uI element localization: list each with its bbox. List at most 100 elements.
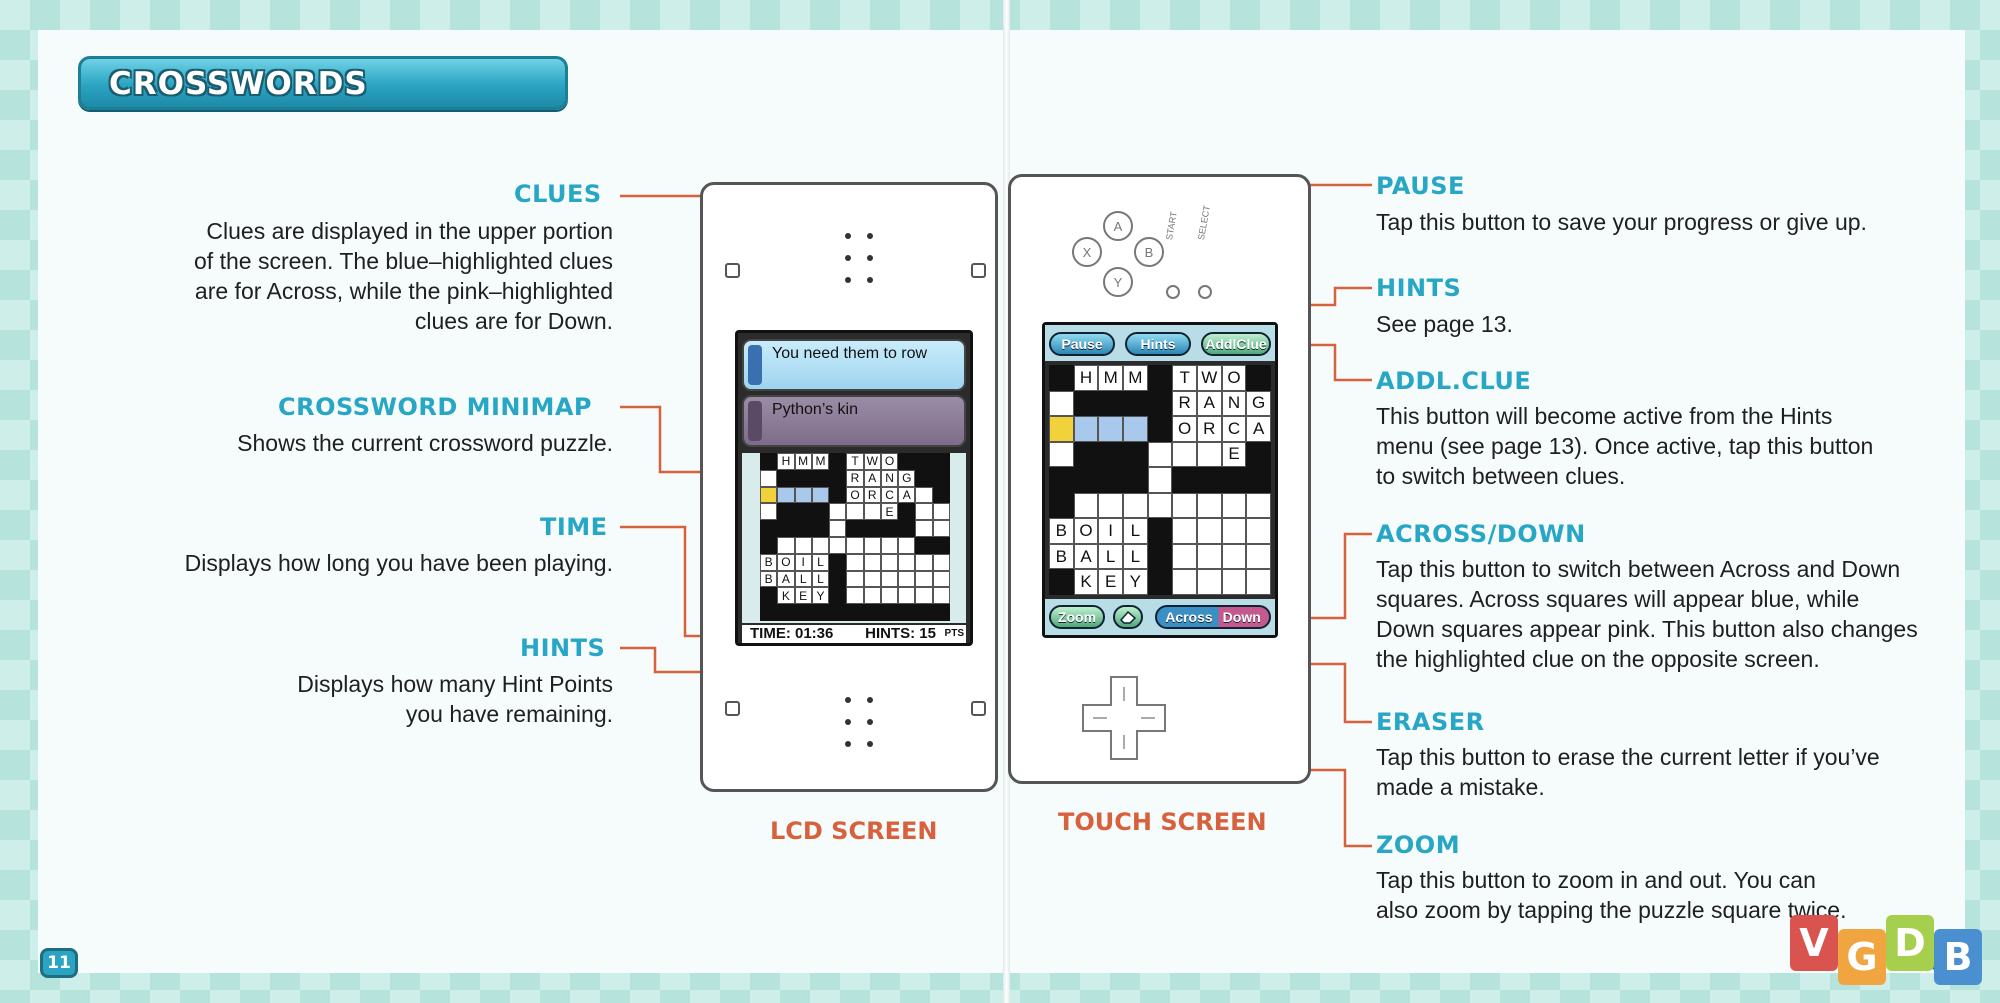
grid-cell[interactable]: G — [1246, 390, 1271, 417]
grid-cell[interactable] — [1122, 416, 1148, 442]
grid-cell[interactable] — [1098, 467, 1123, 493]
grid-cell[interactable]: O — [1221, 365, 1247, 391]
grid-cell[interactable] — [1073, 416, 1099, 442]
grid-cell[interactable]: A — [1246, 416, 1271, 442]
grid-cell: C — [880, 486, 899, 504]
grid-cell[interactable] — [1246, 569, 1271, 595]
grid-cell[interactable]: R — [1172, 390, 1197, 417]
grid-cell[interactable] — [1049, 416, 1074, 442]
grid-cell[interactable] — [1147, 543, 1173, 570]
grid-cell[interactable] — [1221, 543, 1247, 570]
grid-cell[interactable] — [1246, 518, 1271, 544]
grid-cell[interactable] — [1246, 441, 1271, 468]
grid-cell[interactable] — [1246, 467, 1271, 493]
grid-cell[interactable] — [1221, 467, 1247, 493]
grid-cell[interactable]: W — [1196, 365, 1222, 391]
grid-cell[interactable] — [1196, 518, 1222, 544]
grid-cell[interactable] — [1098, 416, 1123, 442]
grid-cell[interactable] — [1172, 543, 1197, 570]
grid-cell[interactable] — [1172, 569, 1197, 595]
grid-cell[interactable] — [1147, 390, 1173, 417]
grid-cell[interactable]: L — [1122, 543, 1148, 570]
grid-cell[interactable] — [1147, 416, 1173, 442]
grid-cell[interactable]: I — [1098, 518, 1123, 544]
grid-cell[interactable] — [1221, 569, 1247, 595]
grid-cell — [829, 520, 847, 537]
grid-cell[interactable] — [1073, 492, 1099, 519]
grid-cell: N — [880, 469, 899, 487]
grid-cell[interactable] — [1049, 569, 1074, 595]
grid-cell[interactable] — [1196, 543, 1222, 570]
grid-cell[interactable] — [1098, 390, 1123, 417]
grid-cell[interactable] — [1073, 390, 1099, 417]
grid-cell[interactable] — [1172, 518, 1197, 544]
pause-button[interactable]: Pause — [1049, 332, 1115, 356]
grid-cell[interactable] — [1049, 492, 1074, 519]
grid-cell[interactable] — [1122, 390, 1148, 417]
button-b: B — [1134, 237, 1164, 267]
grid-cell[interactable]: A — [1073, 543, 1099, 570]
grid-cell[interactable]: O — [1073, 518, 1099, 544]
grid-cell[interactable]: L — [1122, 518, 1148, 544]
grid-cell[interactable]: N — [1221, 390, 1247, 417]
zoom-button[interactable]: Zoom — [1049, 605, 1105, 629]
grid-cell[interactable]: M — [1098, 365, 1123, 391]
grid-cell[interactable]: E — [1098, 569, 1123, 595]
hints-button[interactable]: Hints — [1125, 332, 1191, 356]
grid-cell[interactable] — [1049, 467, 1074, 493]
vgdb-watermark: V G D B — [1790, 915, 1982, 985]
grid-cell[interactable] — [1049, 365, 1074, 391]
grid-cell[interactable] — [1196, 441, 1222, 468]
grid-cell[interactable] — [1172, 492, 1197, 519]
grid-cell[interactable]: B — [1049, 543, 1074, 570]
grid-cell[interactable] — [1049, 441, 1074, 468]
grid-cell: A — [777, 570, 795, 588]
grid-cell[interactable] — [1147, 492, 1173, 519]
grid-cell[interactable] — [1221, 518, 1247, 544]
grid-cell[interactable] — [1122, 441, 1148, 468]
grid-cell — [898, 453, 916, 470]
grid-cell[interactable] — [1073, 467, 1099, 493]
grid-cell[interactable] — [1196, 569, 1222, 595]
grid-cell[interactable]: Y — [1122, 569, 1148, 595]
grid-cell[interactable] — [1073, 441, 1099, 468]
grid-cell: B — [760, 570, 778, 588]
grid-cell[interactable] — [1196, 492, 1222, 519]
grid-cell[interactable]: A — [1196, 390, 1222, 417]
grid-cell[interactable] — [1049, 390, 1074, 417]
grid-cell[interactable]: L — [1098, 543, 1123, 570]
grid-cell[interactable]: M — [1122, 365, 1148, 391]
grid-cell[interactable]: C — [1221, 416, 1247, 442]
start-label: START — [1164, 210, 1179, 241]
grid-cell[interactable] — [1172, 441, 1197, 468]
addl-clue-button[interactable]: AddlClue — [1201, 332, 1271, 356]
grid-cell: H — [777, 453, 795, 470]
grid-cell[interactable] — [1246, 543, 1271, 570]
grid-cell[interactable]: R — [1196, 416, 1222, 442]
grid-cell[interactable] — [1147, 518, 1173, 544]
grid-cell[interactable] — [1147, 569, 1173, 595]
grid-cell[interactable] — [1098, 492, 1123, 519]
grid-cell[interactable] — [1147, 467, 1173, 493]
grid-cell — [863, 520, 881, 537]
grid-cell[interactable] — [1246, 365, 1271, 391]
grid-cell[interactable]: H — [1073, 365, 1099, 391]
grid-cell[interactable] — [1147, 365, 1173, 391]
grid-cell[interactable] — [1098, 441, 1123, 468]
grid-cell[interactable] — [1172, 467, 1197, 493]
eraser-button[interactable] — [1113, 605, 1143, 629]
grid-cell[interactable]: O — [1172, 416, 1197, 442]
grid-cell[interactable] — [1221, 492, 1247, 519]
grid-cell[interactable]: B — [1049, 518, 1074, 544]
grid-cell[interactable] — [1196, 467, 1222, 493]
grid-cell[interactable] — [1246, 492, 1271, 519]
grid-cell[interactable]: T — [1172, 365, 1197, 391]
grid-cell[interactable] — [1122, 492, 1148, 519]
across-down-button[interactable]: Across Down — [1155, 605, 1271, 629]
grid-cell[interactable] — [1122, 467, 1148, 493]
grid-cell[interactable]: E — [1221, 441, 1247, 468]
grid-cell[interactable]: K — [1073, 569, 1099, 595]
grid-cell[interactable] — [1147, 441, 1173, 468]
